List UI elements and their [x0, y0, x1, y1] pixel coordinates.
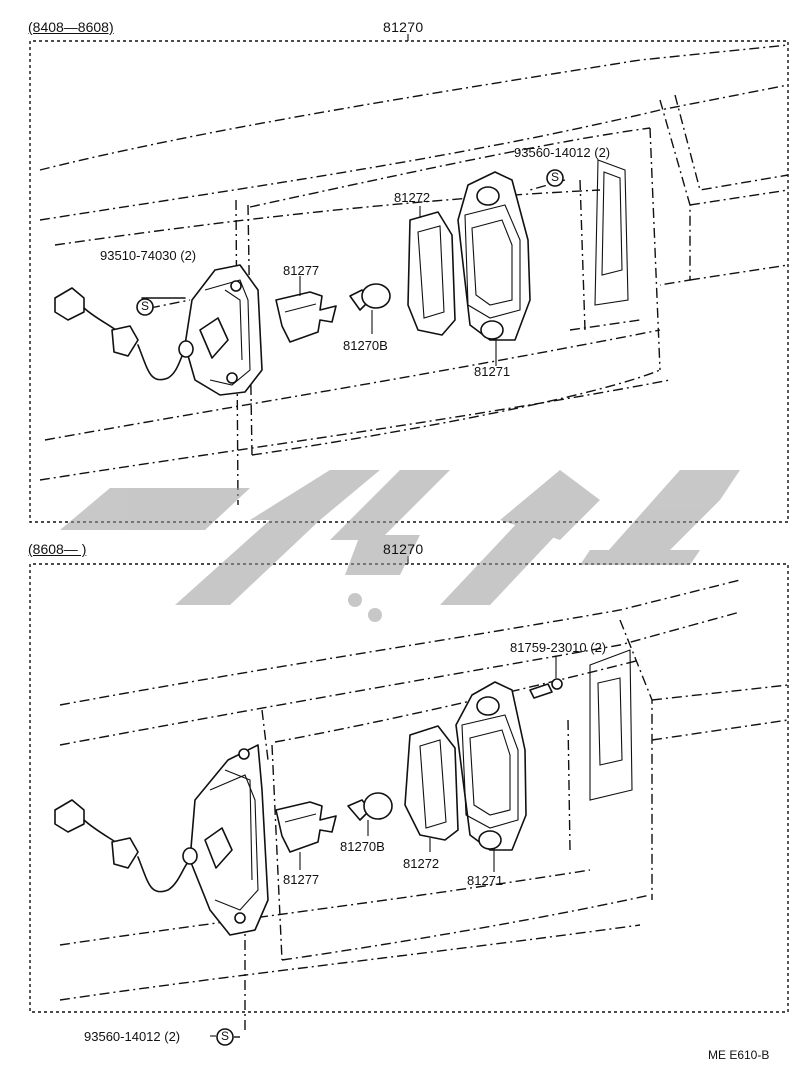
section-2-gasket	[404, 725, 459, 852]
section-2-housing	[182, 744, 269, 936]
part-label-gasket: 81272	[403, 856, 440, 871]
s-symbol-letter: S	[141, 299, 150, 313]
part-label-bulb: 81270B	[340, 839, 385, 854]
s-symbol-3	[210, 1028, 240, 1046]
s-symbol-1	[546, 169, 564, 187]
section-2-range-text: (8608— )	[28, 541, 87, 557]
part-label-screw-bottom: 93560-14012 (2)	[84, 1029, 181, 1044]
part-label-bolt: 93510-74030 (2)	[100, 248, 197, 263]
section-2-bulb	[347, 792, 393, 836]
part-label-lens: 81271	[474, 364, 511, 379]
s-symbol-2	[136, 298, 154, 316]
section-2-assembly-number: 81270	[383, 541, 424, 557]
section-1-range-text: (8408—8608)	[28, 19, 114, 35]
part-label-gasket: 81272	[394, 190, 431, 205]
section-1-frame	[29, 34, 789, 523]
section-1-lens	[457, 171, 531, 366]
watermark-logo	[60, 470, 740, 622]
part-label-bulb: 81270B	[343, 338, 388, 353]
diagram-code: ME E610-B	[708, 1048, 770, 1062]
s-symbol-letter: S	[221, 1029, 230, 1043]
section-1-bulb	[349, 283, 391, 334]
section-2-socket-cover	[275, 801, 337, 870]
section-2-screw	[529, 656, 563, 699]
part-label-socket-cover: 81277	[283, 872, 320, 887]
section-1-assembly-number: 81270	[383, 19, 424, 35]
section-1-housing	[141, 264, 263, 396]
section-1-socket-cover	[275, 276, 337, 343]
section-1-connector	[54, 287, 186, 381]
section-1-date-range: (8408—8608)	[28, 20, 114, 34]
section-2-lens	[455, 681, 527, 872]
s-symbol-letter: S	[551, 170, 560, 184]
part-label-socket-cover: 81277	[283, 263, 320, 278]
part-label-lens: 81271	[467, 873, 504, 888]
part-label-screw: 93560-14012 (2)	[514, 145, 611, 160]
section-2-connector	[54, 799, 189, 893]
section-1-gasket	[407, 206, 456, 336]
part-label-screw-top: 81759-23010 (2)	[510, 640, 607, 655]
section-2-date-range: (8608— )	[28, 542, 86, 556]
